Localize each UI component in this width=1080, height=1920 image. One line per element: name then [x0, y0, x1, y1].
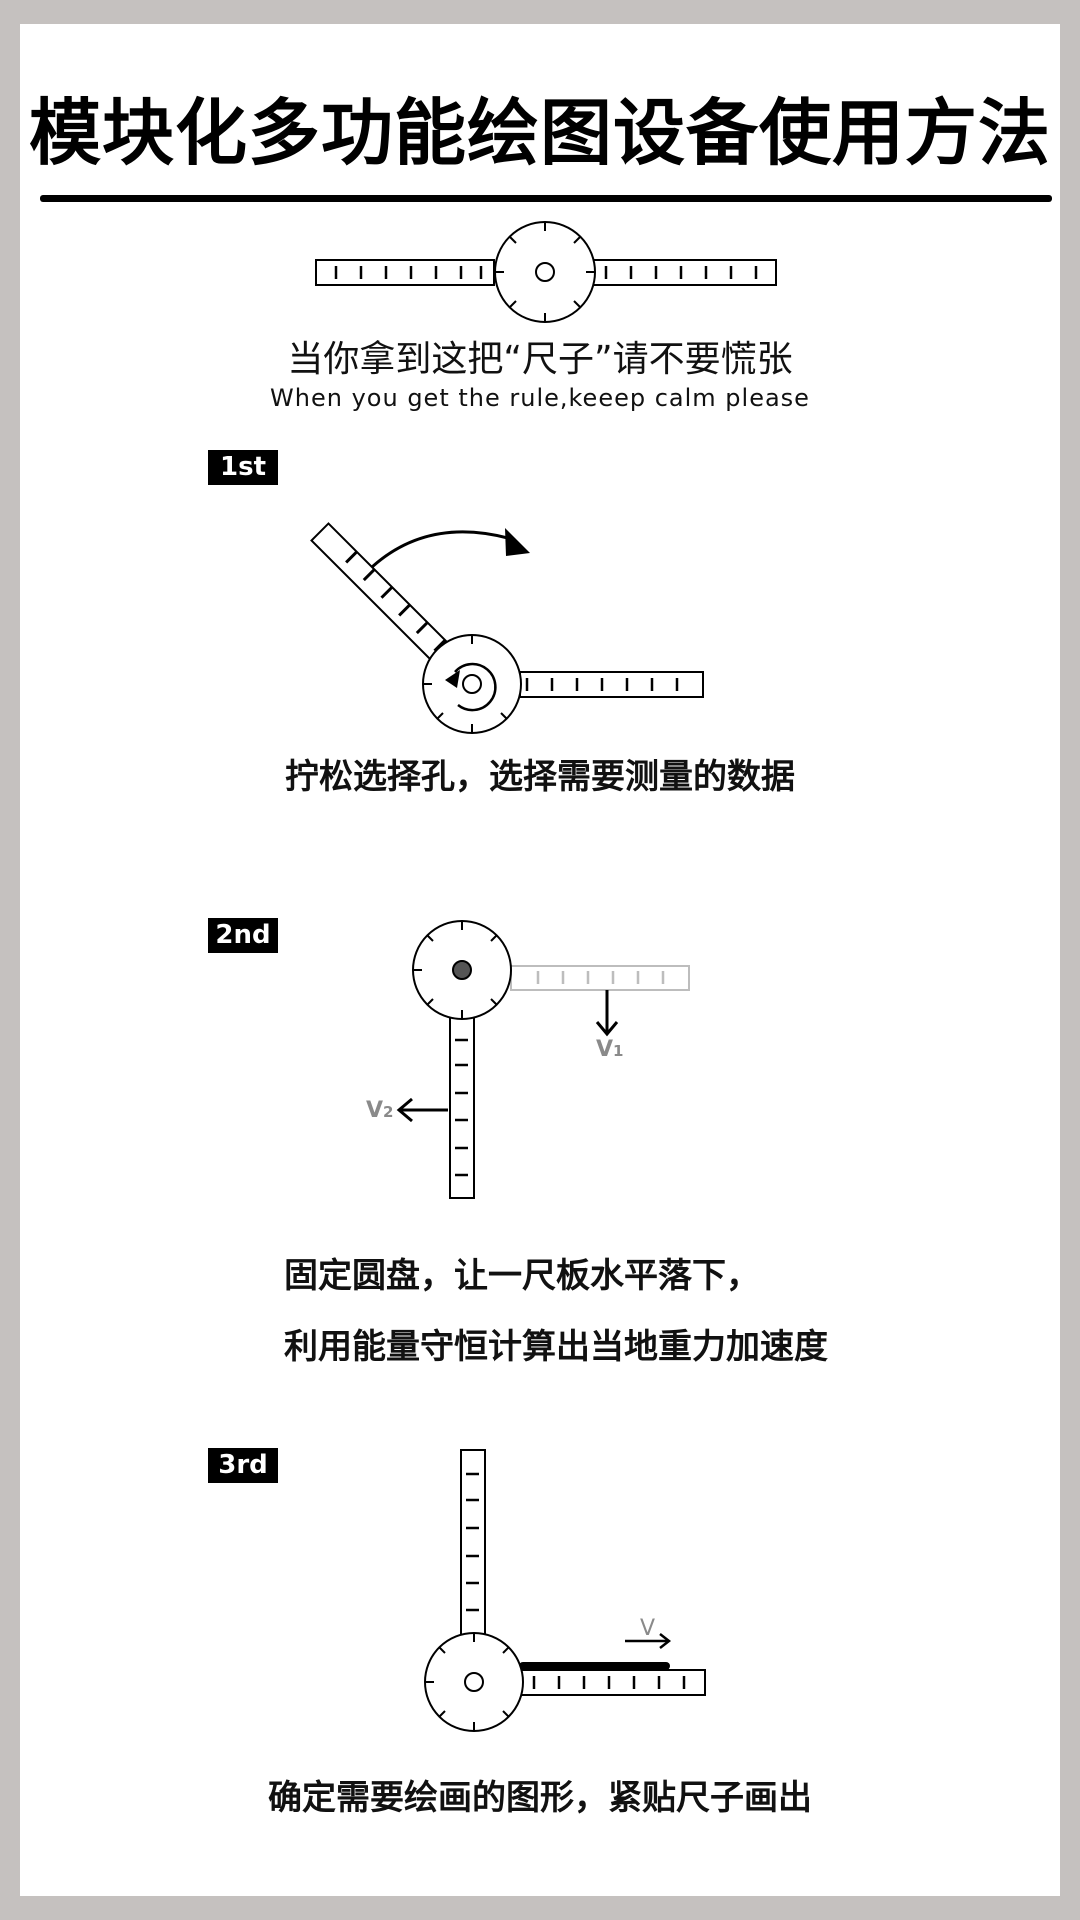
intro-dial-ticks [495, 222, 595, 322]
step-3-vertical-arm [460, 1449, 486, 1637]
step-1-dial-hole [462, 674, 482, 694]
step-1-instruction: 拧松选择孔，选择需要测量的数据 [285, 757, 795, 797]
intro-ruler-left-arm [315, 259, 495, 286]
step-2-vertical-arm [449, 1014, 475, 1199]
title-underline [40, 195, 1052, 202]
intro-dial-hole [535, 262, 555, 282]
step-2-v1-label: V1 [596, 1037, 623, 1062]
step-3-badge: 3rd [208, 1448, 278, 1483]
step-3-dial-hole [464, 1672, 484, 1692]
poster-card [20, 24, 1060, 1896]
step-2-instruction-line-1: 固定圆盘，让一尺板水平落下， [284, 1256, 760, 1296]
step-2-instruction-line-2: 利用能量守恒计算出当地重力加速度 [284, 1327, 828, 1367]
intro-ruler-ticks [334, 266, 758, 279]
step-3-instruction: 确定需要绘画的图形，紧贴尺子画出 [268, 1778, 812, 1818]
step-1-swing-arrowhead [505, 528, 530, 556]
step-2-v2-label: V2 [366, 1098, 393, 1123]
page-title: 模块化多功能绘图设备使用方法 [28, 91, 1051, 175]
step-1-swing-arrow [370, 530, 516, 569]
step-2-badge: 2nd [208, 918, 278, 953]
step-1-rotate-arrow [454, 662, 497, 712]
step-3-v-label: V [640, 1616, 655, 1641]
step-1-rotate-arrowhead [445, 670, 460, 688]
step-1-badge: 1st [208, 450, 278, 485]
step-2-dial-pin [452, 960, 472, 980]
step-3-horizontal-arm [520, 1669, 706, 1696]
step-1-horizontal-arm [519, 671, 704, 698]
intro-english-text: When you get the rule,keeep calm please [270, 384, 810, 412]
intro-chinese-text: 当你拿到这把“尺子”请不要慌张 [287, 339, 793, 380]
